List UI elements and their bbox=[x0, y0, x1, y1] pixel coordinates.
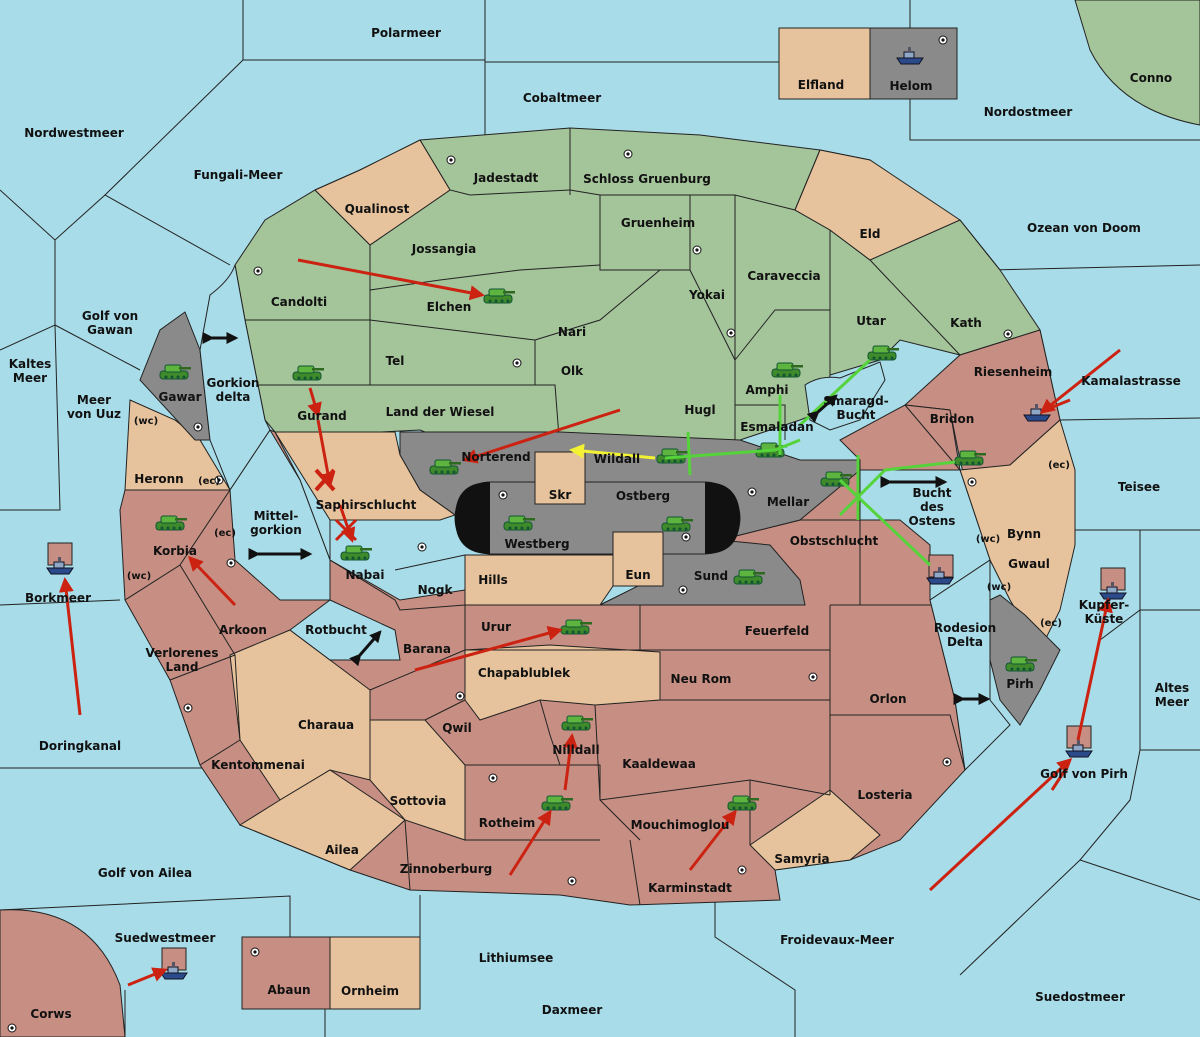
pink-borders bbox=[124, 404, 966, 906]
tank-icon bbox=[867, 345, 900, 361]
center-capsule bbox=[454, 481, 741, 555]
supply-center-icon bbox=[726, 328, 736, 338]
supply-center-icon bbox=[808, 672, 818, 682]
tank-icon bbox=[541, 795, 574, 811]
supply-center-icon bbox=[692, 245, 702, 255]
supply-center-icon bbox=[455, 691, 465, 701]
tank-icon bbox=[483, 288, 516, 304]
supply-center-icon bbox=[623, 149, 633, 159]
tank-icon bbox=[429, 459, 462, 475]
supply-center-icon bbox=[938, 35, 948, 45]
region-ailea[interactable] bbox=[238, 769, 406, 871]
supply-center-icon bbox=[967, 477, 977, 487]
label-fungali: Fungali-Meer bbox=[194, 168, 283, 182]
supply-center-icon bbox=[681, 532, 691, 542]
tank-icon bbox=[292, 365, 325, 381]
tank-icon bbox=[1005, 656, 1038, 672]
capsule-right-cap bbox=[705, 482, 740, 554]
region-elfland[interactable] bbox=[778, 27, 871, 100]
tank-icon bbox=[155, 515, 188, 531]
tank-icon bbox=[661, 516, 694, 532]
tank-icon bbox=[561, 715, 594, 731]
region-eun[interactable] bbox=[612, 531, 664, 587]
sea-gorkion-delta[interactable] bbox=[199, 264, 271, 492]
supply-center-icon bbox=[193, 422, 203, 432]
supply-center-icon bbox=[183, 703, 193, 713]
label-golf-ailea: Golf von Ailea bbox=[98, 866, 192, 880]
label-nordwestmeer: Nordwestmeer bbox=[24, 126, 124, 140]
label-froidevaux: Froidevaux-Meer bbox=[780, 933, 894, 947]
fleet-units bbox=[46, 46, 1127, 980]
region-ornheim[interactable] bbox=[329, 936, 421, 1010]
label-polarmeer: Polarmeer bbox=[371, 26, 441, 40]
supply-center-icon bbox=[250, 947, 260, 957]
region-qualinost[interactable] bbox=[314, 139, 451, 246]
region-corws[interactable] bbox=[0, 909, 126, 1037]
region-eld[interactable] bbox=[794, 149, 962, 261]
capsule-left-cap bbox=[455, 482, 490, 554]
supply-center-icon bbox=[747, 487, 757, 497]
region-conno[interactable] bbox=[1074, 0, 1200, 126]
label-daxmeer: Daxmeer bbox=[542, 1003, 603, 1017]
tank-icon bbox=[560, 619, 593, 635]
region-heronn[interactable] bbox=[124, 399, 231, 491]
supply-center-icon bbox=[512, 358, 522, 368]
supply-centers bbox=[7, 35, 1013, 1033]
region-saphirschlucht[interactable] bbox=[274, 431, 457, 521]
sea-rodesion-delta[interactable] bbox=[929, 559, 1011, 772]
region-hills[interactable] bbox=[464, 554, 614, 606]
order-arrows bbox=[58, 258, 1121, 987]
label-suedostmeer: Suedostmeer bbox=[1035, 990, 1125, 1004]
tank-icon bbox=[954, 450, 987, 466]
region-samyria[interactable] bbox=[749, 789, 881, 871]
supply-center-icon bbox=[737, 865, 747, 875]
supply-center-icon bbox=[498, 490, 508, 500]
supply-center-icon bbox=[214, 475, 224, 485]
region-skr[interactable] bbox=[534, 451, 586, 505]
supply-center-icon bbox=[1003, 329, 1013, 339]
supply-center-icon bbox=[253, 266, 263, 276]
tank-icon bbox=[340, 545, 373, 561]
label-doringkanal: Doringkanal bbox=[39, 739, 121, 753]
label-kamalastrasse: Kamalastrasse bbox=[1081, 374, 1181, 388]
label-lithiumsee: Lithiumsee bbox=[479, 951, 554, 965]
supply-center-icon bbox=[567, 876, 577, 886]
supply-center-icon bbox=[446, 155, 456, 165]
supply-center-icon bbox=[488, 773, 498, 783]
supply-center-icon bbox=[678, 585, 688, 595]
label-ozean-doom: Ozean von Doom bbox=[1027, 221, 1141, 235]
label-cobaltmeer: Cobaltmeer bbox=[523, 91, 601, 105]
supply-center-icon bbox=[226, 558, 236, 568]
tank-icon bbox=[771, 362, 804, 378]
tank-icon bbox=[820, 471, 853, 487]
supply-center-icon bbox=[417, 542, 427, 552]
tank-icon bbox=[733, 569, 766, 585]
label-suedwestmeer: Suedwestmeer bbox=[115, 931, 216, 945]
supply-center-icon bbox=[7, 1023, 17, 1033]
tank-icon bbox=[727, 795, 760, 811]
label-teisee: Teisee bbox=[1118, 480, 1160, 494]
tank-icon bbox=[159, 364, 192, 380]
supply-center-icon bbox=[942, 757, 952, 767]
label-nordostmeer: Nordostmeer bbox=[984, 105, 1073, 119]
tank-icon bbox=[503, 515, 536, 531]
